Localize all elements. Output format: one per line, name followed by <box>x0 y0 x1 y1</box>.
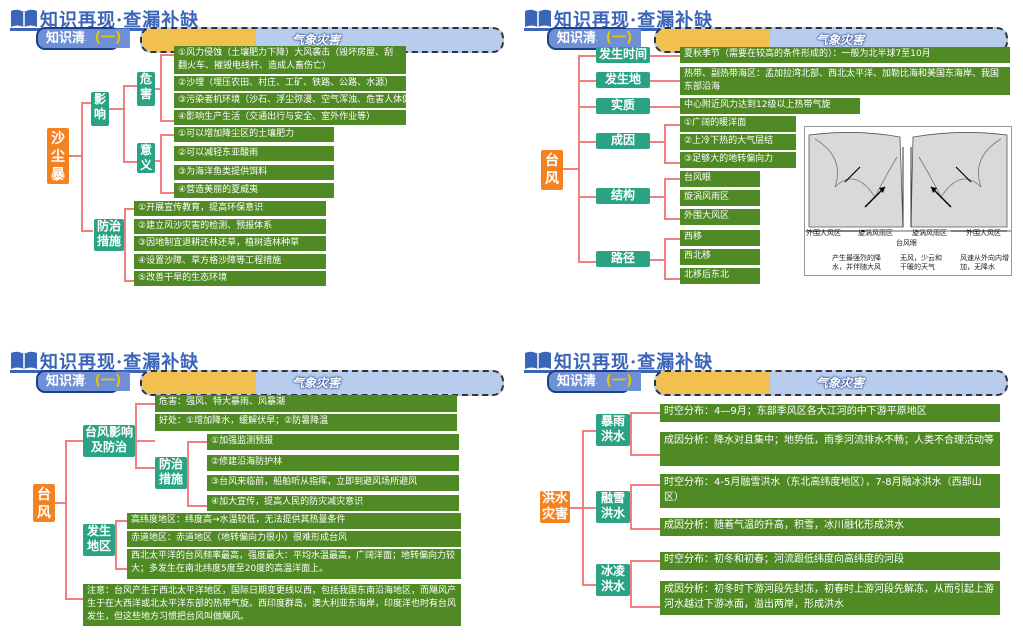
meaning-item: ③为海洋鱼类提供饵料 <box>174 165 334 180</box>
sandstorm-root: 沙尘暴 <box>47 128 69 184</box>
place-node: 发生地区 <box>83 524 115 556</box>
connector <box>630 484 662 530</box>
harm-item: ④影响生产生活（交通出行与安全、室外作业等） <box>174 110 406 125</box>
cause-item: ③足够大的地转偏向力 <box>680 152 796 168</box>
book-icon <box>10 350 38 370</box>
prevention-item: ④设置沙障、草方格沙障等工程措施 <box>134 254 326 269</box>
place-node: 发生地 <box>596 72 650 88</box>
place-item: 赤道地区：赤道地区（地转偏向力很小）很难形成台风 <box>127 531 461 547</box>
topic-label: 气象灾害 <box>292 372 340 394</box>
rainstorm-cause: 成因分析：降水对且集中；地势低，雨季河流排水不畅；人类不合理活动等 <box>660 432 1000 466</box>
rainstorm-distribution: 时空分布：4—9月；东部季风区各大江河的中下游平原地区 <box>660 404 1000 422</box>
path-item: 西移 <box>680 230 760 246</box>
book-icon <box>10 8 38 28</box>
prevention-item: ③因地制宜退耕还林还草，植树造林种草 <box>134 236 326 251</box>
topic-label: 气象灾害 <box>816 372 864 394</box>
cause-item: ①广阔的暖洋面 <box>680 116 796 132</box>
prevention-item: ⑤改善干旱的生态环境 <box>134 271 326 286</box>
prevention-item: ③台风来临前，船舶听从指挥，立即到避风场所避风 <box>207 475 459 491</box>
snowmelt-cause: 成因分析：随着气温的升高，积雪，冰川融化形成洪水 <box>660 518 1000 536</box>
section-num: (一) <box>597 29 641 48</box>
structure-item: 外围大风区 <box>680 209 760 225</box>
prevention-item: ①加强监测预报 <box>207 434 459 450</box>
cause-item: ②上冷下热的大气层结 <box>680 134 796 150</box>
essence-node: 实质 <box>596 98 650 114</box>
section-num: (一) <box>597 372 641 391</box>
flood-root: 洪水灾害 <box>540 491 570 523</box>
benefit-text: 好处：①增加降水，缓解伏旱；②防暑降温 <box>155 414 457 431</box>
harm-item: ③污染者机环境（沙石、浮尘弥漫、空气浑浊、危害人体健康） <box>174 93 406 108</box>
connector <box>630 560 662 608</box>
prevention-item: ①开展宣传教育，提高环保意识 <box>134 201 326 216</box>
path-node: 路径 <box>596 251 650 267</box>
prevention-item: ②建立风沙灾害的检测、预报体系 <box>134 219 326 234</box>
harm-node: 危害 <box>137 72 155 106</box>
connector <box>578 55 598 263</box>
connector <box>65 440 85 600</box>
figure-label: 外围大风区 <box>966 228 1001 238</box>
prevention-item: ④加大宣传，提高人民的防灾减灾意识 <box>207 495 459 511</box>
structure-node: 结构 <box>596 188 650 204</box>
topic-box: 气象灾害 <box>654 370 1008 396</box>
ice-flood-cause: 成因分析：初冬时下游河段先封冻，初春时上游河段先解冻，从而引起上游河水越过下游冰… <box>660 581 1000 615</box>
path-item: 西北移 <box>680 249 760 265</box>
structure-item: 台风眼 <box>680 171 760 187</box>
path-item: 北移后东北 <box>680 268 760 284</box>
place-item: 高纬度地区：纬度高→水温较低，无法提供其热量条件 <box>127 513 461 529</box>
note-text: 注意：台风产生于西北太平洋地区，国际日期变更线以西，包括我国东南沿海地区，而飓风… <box>83 584 461 626</box>
typhoon-cross-section-drawing <box>805 127 1011 275</box>
figure-label: 旋涡风雨区 <box>912 228 947 238</box>
connector <box>187 441 209 507</box>
ice-flood-distribution: 时空分布：初冬和初春；河流跟低纬度向高纬度的河段 <box>660 552 1000 570</box>
connector <box>135 403 157 469</box>
rainstorm-flood-node: 暴雨洪水 <box>596 414 630 446</box>
section-num: (一) <box>86 29 130 48</box>
connector <box>630 412 662 456</box>
typhoon-root: 台风 <box>541 150 563 190</box>
harm-item: ①风力侵蚀（土壤肥力下降）大风袭击（毁坏房屋、刮翻火车、摧毁电线杆、造成人畜伤亡… <box>174 46 406 74</box>
place-item: 热带、副热带海区：孟加拉湾北部、西北太平洋、加勒比海和美国东海岸、我国东部沿海 <box>680 67 1010 95</box>
book-icon <box>524 350 552 370</box>
cause-node: 成因 <box>596 133 650 149</box>
figure-note: 风速从外向内增加，无降水 <box>960 254 1010 272</box>
place-item: 西北太平洋的台风频率最高，强度最大：平均水温最高，广阔洋面；地转偏向力较大；多发… <box>127 549 461 579</box>
figure-note: 产生最强烈的降水，并伴随大风 <box>832 254 890 272</box>
essence-item: 中心附近风力达到12级以上热带气旋 <box>680 98 860 114</box>
snowmelt-flood-node: 融雪洪水 <box>596 491 630 523</box>
meaning-item: ④营造美丽的夏威夷 <box>174 183 334 198</box>
meaning-node: 意义 <box>137 143 155 173</box>
typhoon-root: 台风 <box>33 484 55 522</box>
time-node: 发生时间 <box>596 47 650 63</box>
prevention-node: 防治措施 <box>94 219 124 251</box>
prevention-item: ②修建沿海防护林 <box>207 455 459 471</box>
figure-note: 无风，少云和干暖的天气 <box>900 254 946 272</box>
figure-label: 旋涡风雨区 <box>858 228 893 238</box>
harm-item: ②沙埋（埋压农田、村庄、工矿、铁路、公路、水源） <box>174 76 406 91</box>
harm-text: 危害：强风、特大暴雨、风暴潮 <box>155 395 457 412</box>
influence-node: 影响 <box>91 92 109 126</box>
time-item: 夏秋季节（需要在较高的条件形成的）：一般为北半球7至10月 <box>680 47 1010 63</box>
book-icon <box>524 8 552 28</box>
structure-item: 旋涡风雨区 <box>680 190 760 206</box>
prevention-node: 防治措施 <box>155 457 187 489</box>
impact-node: 台风影响及防治 <box>83 425 135 457</box>
section-num: (一) <box>86 372 130 391</box>
figure-label: 外围大风区 <box>806 228 841 238</box>
meaning-item: ②可以减轻东亚酸雨 <box>174 146 334 161</box>
ice-flood-node: 冰凌洪水 <box>596 564 630 596</box>
figure-label: 台风眼 <box>896 238 917 248</box>
snowmelt-distribution: 时空分布：4-5月融雪洪水（东北高纬度地区），7-8月融冰洪水（西部山区） <box>660 474 1000 508</box>
meaning-item: ①可以增加降尘区的土壤肥力 <box>174 127 334 142</box>
topic-box: 气象灾害 <box>140 370 504 396</box>
